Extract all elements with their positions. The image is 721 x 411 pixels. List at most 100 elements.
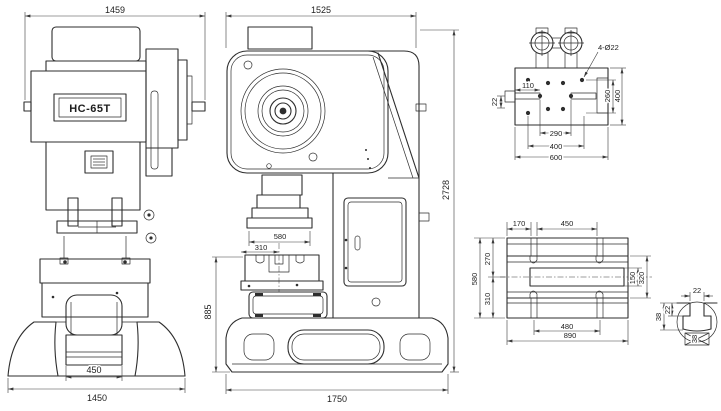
- dim-bolster-span-bottom: 480: [533, 320, 601, 335]
- dim-text-400w: 400: [550, 142, 563, 151]
- dim-text-480: 480: [561, 322, 574, 331]
- die-block: [240, 254, 324, 291]
- side-handle: [418, 212, 430, 222]
- ram-stack: [246, 174, 313, 229]
- dim-ram-span-inner: 290: [539, 100, 572, 140]
- ram-side-tab: [504, 90, 516, 103]
- ram-holes: [525, 77, 585, 116]
- dim-text-310: 310: [255, 243, 268, 252]
- dim-tslot-neck-depth: 22: [662, 303, 683, 317]
- base-cutout-right: [399, 333, 431, 361]
- guide-post-right: [111, 197, 123, 227]
- dim-text-580: 580: [274, 232, 287, 241]
- dim-front-base-width: 1450: [7, 378, 186, 405]
- motor-block: [51, 26, 141, 62]
- callout-text-4-d22: 4-Ø22: [598, 43, 619, 52]
- dim-bolster-slot-height: 150: [624, 267, 642, 287]
- body-hole: [371, 297, 381, 307]
- rod-nut-left: [59, 257, 69, 265]
- tslot-channels: [529, 238, 604, 318]
- chute-lower: [65, 334, 123, 366]
- push-button: [145, 232, 157, 244]
- selector-knob: [143, 209, 155, 221]
- guide-post-left: [67, 197, 79, 227]
- cover-bolt-top: [243, 60, 253, 70]
- dim-text-600: 600: [550, 153, 563, 162]
- dim-text-450b: 450: [561, 219, 574, 228]
- front-body: [45, 141, 141, 211]
- dim-text-270: 270: [483, 253, 492, 266]
- dim-bolster-depth: 580: [469, 237, 505, 319]
- dim-bolster-rear-half: 310: [482, 277, 495, 318]
- ram-slot-left: [514, 92, 541, 100]
- access-door: [343, 197, 407, 287]
- dim-center-offset: 310: [241, 242, 279, 254]
- housing-lower: [145, 147, 173, 177]
- dim-text-400d: 400: [613, 90, 622, 103]
- dim-ram-plate-depth: 400: [610, 67, 626, 126]
- dim-text-290: 290: [550, 129, 563, 138]
- belt-guard: [339, 50, 427, 179]
- dim-text-885: 885: [203, 304, 213, 319]
- door-handle: [354, 235, 361, 251]
- dim-side-base-depth: 1750: [225, 374, 449, 406]
- dim-text-260: 260: [603, 90, 612, 103]
- ram-plate: [514, 67, 609, 126]
- dim-text-38-head: 38: [690, 335, 699, 343]
- dim-bolster-width: 890: [506, 320, 629, 345]
- dim-work-height: 885: [202, 256, 243, 373]
- chute-upper: [65, 294, 123, 336]
- left-pin: [23, 101, 32, 112]
- rolling-bolster: [248, 291, 328, 319]
- dim-slide-depth: 580: [248, 231, 311, 246]
- dim-ram-slot-offset: 22: [489, 95, 505, 109]
- side-view: 1525 2728 885 580 310 1750: [202, 4, 459, 406]
- dim-text-450: 450: [86, 365, 101, 375]
- dim-bolster-front-half: 270: [482, 238, 505, 278]
- dim-text-310b: 310: [483, 293, 492, 306]
- belt-slot: [150, 90, 159, 170]
- dim-text-110: 110: [522, 81, 534, 90]
- ram-top-view: 4-Ø22 110 22 290 400 600: [489, 27, 626, 164]
- dim-text-1750: 1750: [327, 394, 347, 404]
- base-slot-outer: [287, 329, 385, 365]
- guard-bracket: [415, 103, 427, 112]
- cover-bolt-bottom: [308, 152, 318, 162]
- dim-ram-edge-offset: 110: [515, 80, 540, 92]
- dim-front-overall-width: 1459: [24, 4, 206, 100]
- callout-holes: 4-Ø22: [583, 42, 620, 78]
- base-leg-right: [134, 321, 186, 377]
- dim-tslot-depth: 38: [653, 302, 683, 331]
- dim-ram-plate-width: 600: [514, 127, 609, 164]
- tslot-profile: [676, 302, 718, 332]
- head-band: [45, 60, 147, 72]
- control-emblem: [84, 150, 114, 174]
- dim-ram-span-outer: 400: [527, 116, 585, 153]
- dim-text-2728: 2728: [441, 180, 451, 200]
- dim-text-22-neck: 22: [663, 306, 672, 314]
- dim-bolster-span-top: 450: [536, 218, 598, 236]
- dim-text-320: 320: [637, 272, 646, 285]
- dim-side-overall-depth: 1525: [225, 4, 417, 48]
- dim-text-150: 150: [628, 272, 637, 285]
- lifting-lugs: [529, 27, 584, 68]
- dim-text-22-slot: 22: [693, 286, 701, 295]
- housing-cap-end: [186, 75, 193, 125]
- bolster-plate: [506, 237, 629, 319]
- right-pin: [191, 101, 206, 112]
- bolster-plate-view: 170 450 580 270 310 480: [469, 218, 652, 345]
- dim-chute-width: 450: [65, 364, 123, 381]
- dim-tslot-width: 22: [681, 285, 713, 301]
- dim-bolster-mid-section: 320: [630, 255, 651, 299]
- cover-bolt-small: [266, 163, 272, 169]
- dim-text-170: 170: [513, 219, 526, 228]
- dim-ram-span-depth: 260: [586, 79, 616, 114]
- dim-text-1525: 1525: [311, 5, 331, 15]
- housing-cap: [177, 59, 188, 141]
- dim-text-38-depth: 38: [654, 313, 663, 321]
- detail-bubble: [676, 301, 718, 343]
- flywheel-cover: [226, 50, 389, 174]
- bed-table: [41, 282, 149, 318]
- push-button-dot: [149, 236, 153, 240]
